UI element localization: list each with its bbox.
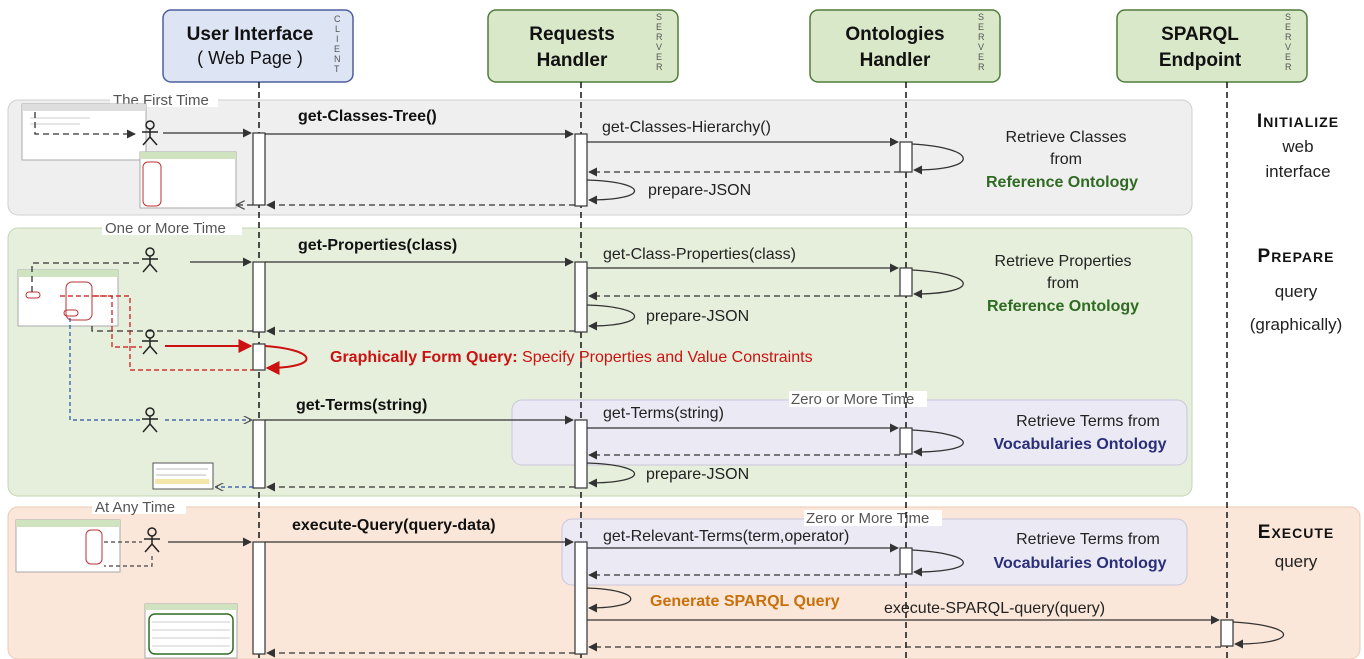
note-retrieve-properties: Retrieve Properties: [995, 253, 1132, 270]
initialize-section: [7, 99, 1193, 216]
lifeline-subtitle-ui: ( Web Page ): [197, 48, 303, 68]
activation-req-2: [574, 261, 588, 333]
label-prepare-json-1: prepare-JSON: [648, 182, 751, 199]
note-reference-ontology-2: Reference Ontology: [987, 298, 1139, 315]
terms-dropdown-thumbnail: [152, 462, 214, 490]
lifeline-title-sparql: SPARQL: [1161, 24, 1239, 45]
side-title-execute: EXECUTE: [1258, 522, 1334, 543]
self-generate-sparql: [586, 587, 632, 613]
activation-onto-3: [899, 427, 913, 455]
side-prepare-line2: query: [1275, 282, 1318, 301]
lifeline-title-ontologies: Ontologies: [845, 24, 944, 45]
label-get-relevant-terms: get-Relevant-Terms(term,operator): [603, 528, 849, 545]
init-thumbnail-1: [21, 103, 147, 161]
sub-label-zero-or-more-2: Zero or More Time: [806, 510, 929, 527]
execute-thumbnail-1: [15, 519, 121, 573]
activation-ui-2: [252, 261, 266, 333]
label-execute-sparql: execute-SPARQL-query(query): [884, 600, 1105, 617]
user-actor-icon-4: [142, 407, 158, 433]
label-get-classes-hierarchy: get-Classes-Hierarchy(): [602, 119, 771, 136]
self-form-query: [264, 345, 308, 375]
note-from-1: from: [1050, 151, 1082, 168]
note-vocabularies-2: Vocabularies Ontology: [993, 555, 1166, 572]
label-form-query-rest: Specify Properties and Value Constraints: [518, 349, 813, 366]
section-label-any-time: At Any Time: [95, 499, 175, 516]
self-prepare-json-1: [586, 179, 636, 205]
label-get-terms-inner: get-Terms(string): [603, 405, 724, 422]
label-get-terms: get-Terms(string): [296, 397, 427, 414]
red-dashed-2: [60, 295, 253, 371]
lifeline-subtitle-requests: Handler: [537, 50, 608, 71]
note-retrieve-terms-1: Retrieve Terms from: [1016, 413, 1160, 430]
lifeline-title-ui: User Interface: [187, 24, 314, 45]
activation-req-1: [574, 133, 588, 207]
self-prepare-json-2: [586, 304, 636, 331]
self-sparql: [1232, 621, 1284, 649]
section-label-one-or-more: One or More Time: [105, 220, 226, 237]
side-prepare-line3: (graphically): [1250, 315, 1343, 334]
self-retrieve-classes: [911, 143, 964, 175]
label-form-query-bold: Graphically Form Query:: [330, 349, 518, 366]
activation-req-4: [574, 541, 588, 655]
side-execute-line2: query: [1275, 552, 1318, 571]
label-form-query: Graphically Form Query: Specify Properti…: [330, 349, 813, 366]
note-reference-ontology-1: Reference Ontology: [986, 174, 1138, 191]
activation-ui-1: [252, 132, 266, 206]
user-actor-icon-5: [144, 527, 160, 553]
label-prepare-json-2: prepare-JSON: [646, 308, 749, 325]
self-prepare-json-3: [586, 462, 636, 488]
prepare-return-to-screen-1: [91, 326, 253, 332]
blue-dashed-terms: [69, 318, 140, 421]
label-get-classes-tree: get-Classes-Tree(): [298, 108, 437, 125]
note-retrieve-classes: Retrieve Classes: [1006, 129, 1127, 146]
self-retrieve-properties: [911, 269, 964, 299]
init-screen-arrow: [34, 112, 136, 139]
lifeline-subtitle-sparql: Endpoint: [1159, 50, 1242, 71]
user-actor-icon-3: [142, 329, 158, 355]
note-retrieve-terms-2: Retrieve Terms from: [1016, 531, 1160, 548]
activation-ui-5: [252, 541, 266, 655]
activation-onto-4: [899, 547, 913, 575]
results-table-thumbnail: [144, 603, 238, 659]
side-initialize-line3: interface: [1265, 162, 1330, 181]
activation-sparql-1: [1220, 619, 1234, 647]
activation-onto-1: [899, 141, 913, 173]
user-actor-icon-2: [142, 247, 158, 273]
init-thumbnail-2: [139, 151, 237, 209]
self-retrieve-terms: [911, 429, 964, 457]
self-retrieve-terms-2: [911, 549, 964, 577]
activation-ui-3: [252, 343, 266, 371]
side-initialize-line2: web: [1281, 137, 1313, 156]
activation-ui-4: [252, 419, 266, 489]
side-title-initialize: INITIALIZE: [1257, 111, 1339, 132]
sub-label-zero-or-more-1: Zero or More Time: [791, 391, 914, 408]
user-actor-icon: [142, 120, 158, 146]
prepare-thumbnail: [17, 269, 119, 327]
activation-req-3: [574, 419, 588, 489]
label-get-properties: get-Properties(class): [298, 237, 457, 254]
lifeline-subtitle-ontologies: Handler: [860, 50, 931, 71]
prepare-screen-arrow-1: [31, 262, 140, 292]
activation-onto-2: [899, 267, 913, 297]
note-from-2: from: [1047, 275, 1079, 292]
label-get-class-properties: get-Class-Properties(class): [603, 246, 796, 263]
lifeline-title-requests: Requests: [529, 24, 615, 45]
label-prepare-json-3: prepare-JSON: [646, 466, 749, 483]
execute-screen-link-2: [104, 556, 153, 567]
side-title-prepare: PREPARE: [1258, 246, 1335, 267]
label-generate-sparql: Generate SPARQL Query: [650, 593, 840, 610]
note-vocabularies-1: Vocabularies Ontology: [993, 436, 1166, 453]
label-execute-query: execute-Query(query-data): [292, 517, 496, 534]
